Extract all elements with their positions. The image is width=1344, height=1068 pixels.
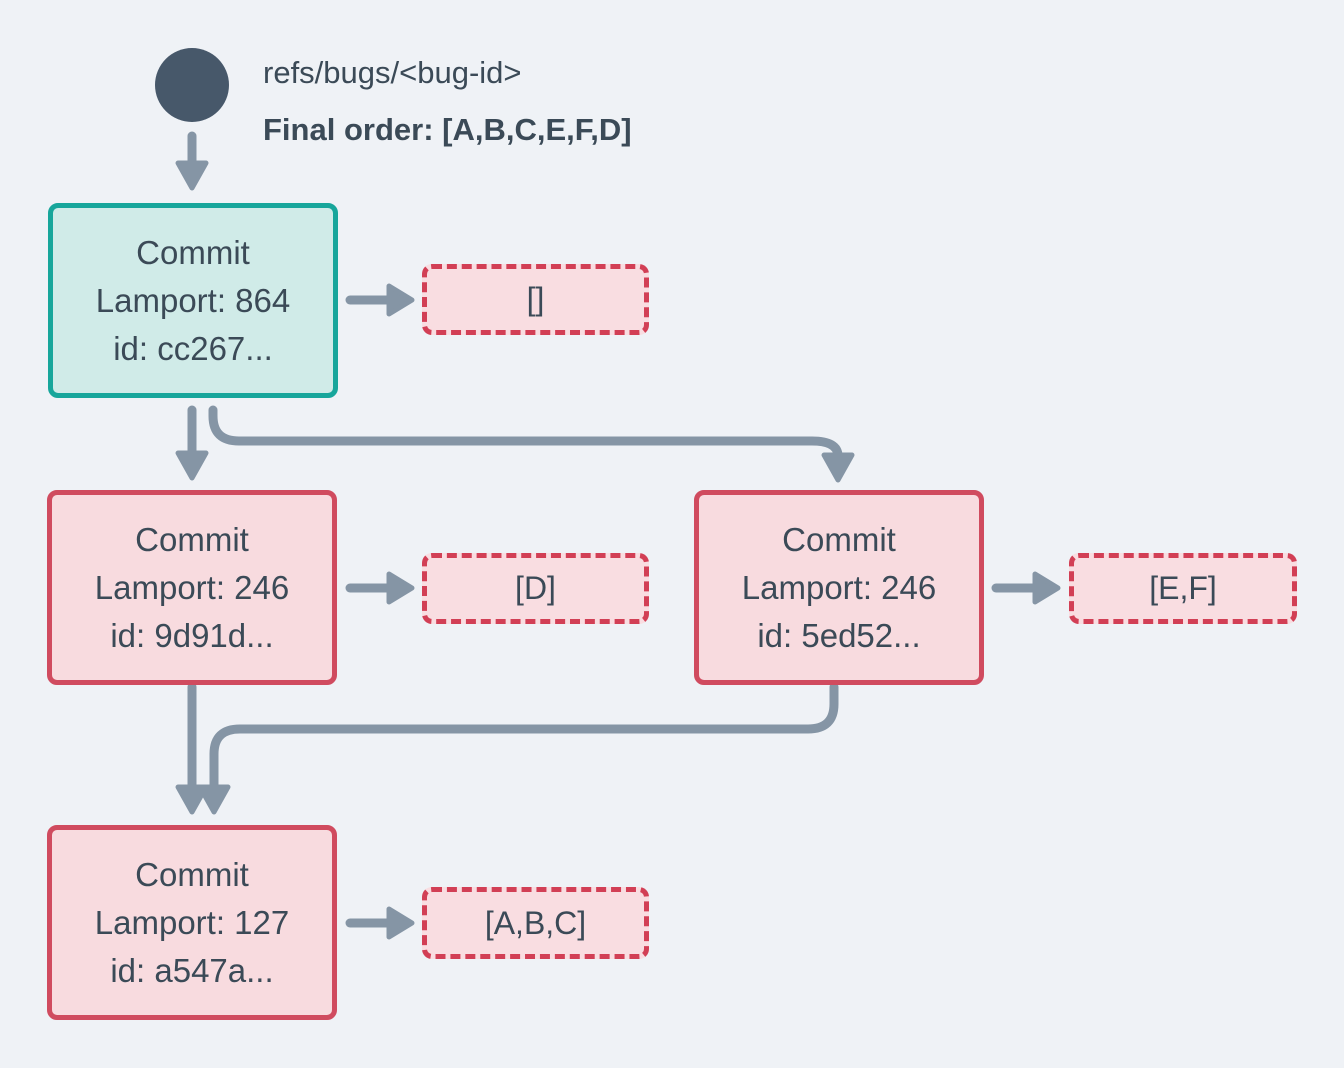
commit-id: id: a547a... — [110, 951, 274, 989]
arrowhead — [197, 784, 231, 815]
arrowhead — [175, 450, 209, 481]
operations-box-9d91d: [D] — [422, 553, 649, 624]
commit-title: Commit — [136, 233, 250, 271]
arrowhead — [175, 160, 209, 191]
arrowhead — [821, 452, 855, 483]
commit-node-cc267: Commit Lamport: 864 id: cc267... — [48, 203, 338, 398]
commit-node-5ed52: Commit Lamport: 246 id: 5ed52... — [694, 490, 984, 685]
commit-title: Commit — [135, 520, 249, 558]
edge-a547a-to-ops — [345, 906, 415, 940]
commit-title: Commit — [135, 855, 249, 893]
commit-id: id: cc267... — [113, 329, 273, 367]
commit-id: id: 9d91d... — [110, 616, 274, 654]
edge-9d91d-to-ops — [345, 571, 415, 605]
arrowhead — [386, 571, 415, 605]
branch-ref-label: refs/bugs/<bug-id> — [263, 55, 522, 90]
edge-cc267-to-5ed52 — [208, 405, 855, 483]
commit-lamport: Lamport: 246 — [741, 568, 937, 606]
commit-lamport: Lamport: 246 — [94, 568, 290, 606]
edge-ref-to-cc267 — [175, 131, 209, 191]
commit-lamport: Lamport: 127 — [94, 903, 290, 941]
branch-ref-node — [155, 48, 229, 122]
edge-cc267-to-9d91d — [175, 405, 209, 481]
operations-box-a547a: [A,B,C] — [422, 887, 649, 959]
commit-node-9d91d: Commit Lamport: 246 id: 9d91d... — [47, 490, 337, 685]
commit-id: id: 5ed52... — [757, 616, 921, 654]
operations-box-cc267: [] — [422, 264, 649, 335]
arrowhead — [175, 784, 209, 815]
commit-title: Commit — [782, 520, 896, 558]
final-order-label: Final order: [A,B,C,E,F,D] — [263, 112, 632, 147]
edge-cc267-to-ops — [345, 283, 415, 317]
edge-5ed52-to-ops — [991, 571, 1061, 605]
arrowhead — [1032, 571, 1061, 605]
commit-lamport: Lamport: 864 — [95, 281, 291, 319]
commit-node-a547a: Commit Lamport: 127 id: a547a... — [47, 825, 337, 1020]
arrowhead — [386, 906, 415, 940]
operations-box-5ed52: [E,F] — [1069, 553, 1297, 624]
edge-9d91d-to-a547a — [175, 682, 209, 815]
edge-5ed52-to-a547a — [197, 682, 839, 815]
arrowhead — [386, 283, 415, 317]
